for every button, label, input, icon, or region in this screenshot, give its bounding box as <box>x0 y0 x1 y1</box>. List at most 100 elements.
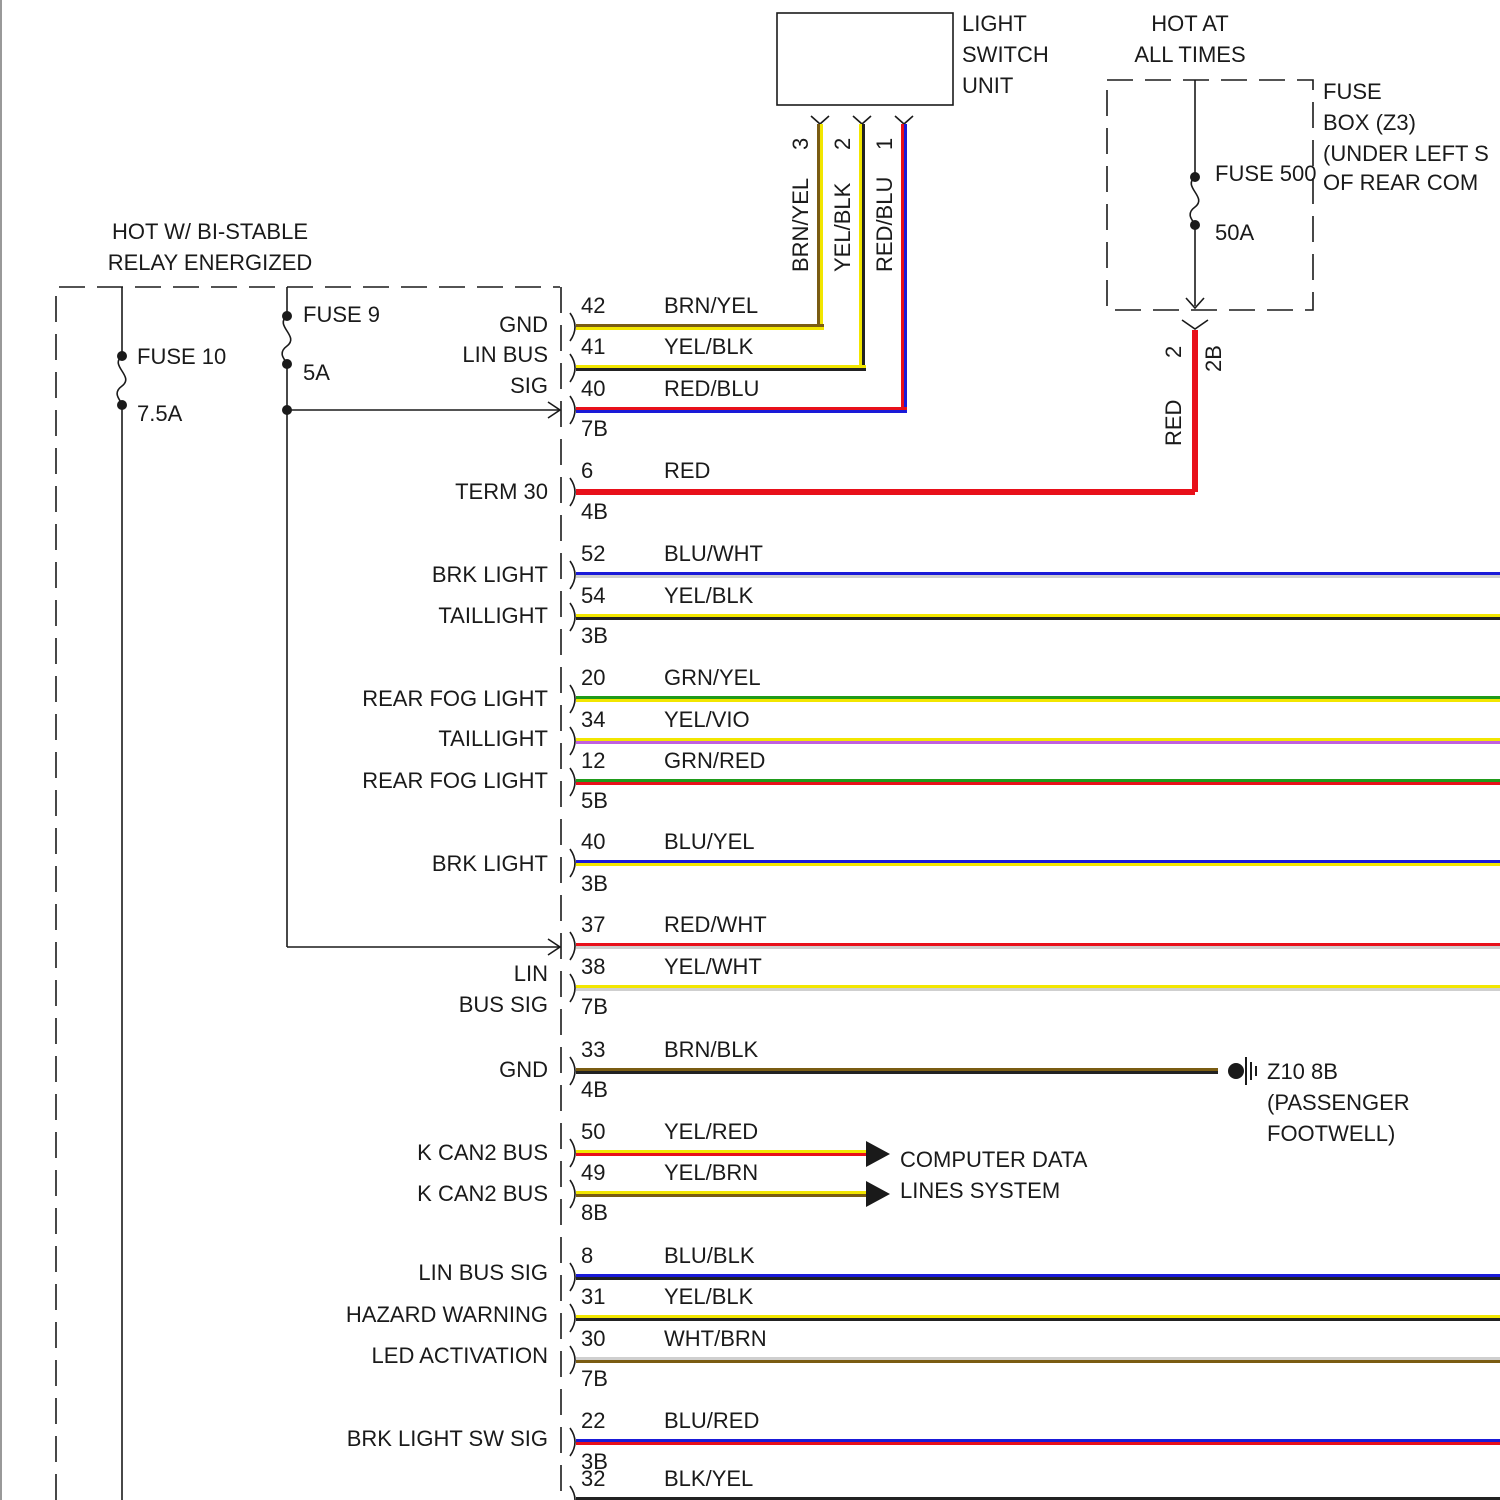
pin-label-52: BRK LIGHT <box>432 562 548 587</box>
connector-3B-2: 3B <box>581 623 608 648</box>
fuse-box-label-3: (UNDER LEFT S <box>1323 141 1489 166</box>
pin-terminal-6 <box>570 478 575 506</box>
fuse-10-name: FUSE 10 <box>137 344 226 369</box>
wire-color-41: YEL/BLK <box>664 334 754 359</box>
pin-terminal-40 <box>570 396 575 424</box>
fuse-9-name: FUSE 9 <box>303 302 380 327</box>
connector-8B-7: 8B <box>581 1200 608 1225</box>
pin-number-22: 22 <box>581 1408 605 1433</box>
switch-wire-color-3: BRN/YEL <box>788 178 813 272</box>
switch-wire-color-1: RED/BLU <box>872 177 897 272</box>
fuse-box-label-2: BOX (Z3) <box>1323 110 1416 135</box>
pin-number-49: 49 <box>581 1160 605 1185</box>
wire-color-33: BRN/BLK <box>664 1037 758 1062</box>
wire-color-12: GRN/RED <box>664 748 765 773</box>
connector-3B-4: 3B <box>581 871 608 896</box>
pin-number-41: 41 <box>581 334 605 359</box>
fuse-10-rating: 7.5A <box>137 401 183 426</box>
wire-color-49: YEL/BRN <box>664 1160 758 1185</box>
fuse-box-outline <box>1107 80 1313 310</box>
light-switch-unit-box <box>777 13 953 105</box>
pin-label-40: BRK LIGHT <box>432 851 548 876</box>
light-switch-label-1: LIGHT <box>962 11 1027 36</box>
pin-label-31: HAZARD WARNING <box>346 1302 548 1327</box>
wire-color-40: BLU/YEL <box>664 829 755 854</box>
light-switch-label-3: UNIT <box>962 73 1013 98</box>
wire-color-42: BRN/YEL <box>664 293 758 318</box>
data-line-arrow-2 <box>866 1181 890 1207</box>
pin-label-50: K CAN2 BUS <box>417 1140 548 1165</box>
pin-label-34: TAILLIGHT <box>438 726 548 751</box>
switch-pin-1: 1 <box>872 138 897 150</box>
pin-label-54: TAILLIGHT <box>438 603 548 628</box>
data-line-arrow-1 <box>866 1141 890 1167</box>
fuse-box-out-connector: 2B <box>1201 345 1226 372</box>
pin-terminal-49 <box>570 1180 575 1208</box>
wire-color-54: YEL/BLK <box>664 583 754 608</box>
pin-number-40: 40 <box>581 376 605 401</box>
fuse-box-output-terminal <box>1182 320 1208 329</box>
pin-terminal-42 <box>570 313 575 341</box>
pin-terminal-34 <box>570 727 575 755</box>
pin-label-12: REAR FOG LIGHT <box>362 768 548 793</box>
ground-label-1: Z10 8B <box>1267 1059 1338 1084</box>
pin-terminal-31 <box>570 1304 575 1332</box>
pin-terminal-8 <box>570 1263 575 1291</box>
connector-7B-8: 7B <box>581 1366 608 1391</box>
ground-label-3: FOOTWELL) <box>1267 1121 1395 1146</box>
fuse-500-rating: 50A <box>1215 220 1254 245</box>
pin-terminal-12 <box>570 768 575 796</box>
pin-number-31: 31 <box>581 1284 605 1309</box>
pin-number-33: 33 <box>581 1037 605 1062</box>
wire-color-31: YEL/BLK <box>664 1284 754 1309</box>
fuse-10-icon <box>117 356 126 405</box>
wire-color-32: BLK/YEL <box>664 1466 753 1491</box>
pin-terminal-54 <box>570 603 575 631</box>
pin-number-42: 42 <box>581 293 605 318</box>
pin-terminal-33 <box>570 1057 575 1085</box>
lin-bus-sig-label-2: BUS SIG <box>459 992 548 1017</box>
pin-label-42: GND <box>499 312 548 337</box>
wire-color-52: BLU/WHT <box>664 541 763 566</box>
wire-color-50: YEL/RED <box>664 1119 758 1144</box>
switch-pin-3: 3 <box>788 138 813 150</box>
pin-number-6: 6 <box>581 458 593 483</box>
pin-terminal-41 <box>570 354 575 382</box>
pin-number-34: 34 <box>581 707 605 732</box>
data-lines-label-1: COMPUTER DATA <box>900 1147 1088 1172</box>
pin-label-20: REAR FOG LIGHT <box>362 686 548 711</box>
fuse-500-icon <box>1190 177 1199 225</box>
pin-terminal-52 <box>570 561 575 589</box>
connector-3B-9: 3B <box>581 1449 608 1474</box>
data-lines-label-2: LINES SYSTEM <box>900 1178 1060 1203</box>
pin-number-52: 52 <box>581 541 605 566</box>
pin-number-54: 54 <box>581 583 605 608</box>
pin-label-6: TERM 30 <box>455 479 548 504</box>
pin-terminal-40 <box>570 849 575 877</box>
relay-supply-label-1: HOT W/ BI-STABLE <box>112 219 308 244</box>
wire-color-22: BLU/RED <box>664 1408 759 1433</box>
wire-color-37: RED/WHT <box>664 912 767 937</box>
fuse-box-label-4: OF REAR COM <box>1323 170 1478 195</box>
pin-terminal-30 <box>570 1346 575 1374</box>
pin-terminal-20 <box>570 685 575 713</box>
wire-color-40: RED/BLU <box>664 376 759 401</box>
pin-label-22: BRK LIGHT SW SIG <box>347 1426 548 1451</box>
fuse-9-rating: 5A <box>303 360 330 385</box>
pin-number-12: 12 <box>581 748 605 773</box>
pin-terminal-50 <box>570 1139 575 1167</box>
hot-at-all-times-label-1: HOT AT <box>1151 11 1228 36</box>
relay-supply-label-2: RELAY ENERGIZED <box>108 250 313 275</box>
connector-7B-0: 7B <box>581 416 608 441</box>
fuse-box-out-wire: RED <box>1161 400 1186 446</box>
switch-connector-terminals <box>811 116 913 124</box>
wire-color-34: YEL/VIO <box>664 707 750 732</box>
connector-4B-1: 4B <box>581 499 608 524</box>
pin-number-8: 8 <box>581 1243 593 1268</box>
pin-number-50: 50 <box>581 1119 605 1144</box>
fuse-box-label-1: FUSE <box>1323 79 1382 104</box>
connector-5B-3: 5B <box>581 788 608 813</box>
hot-at-all-times-label-2: ALL TIMES <box>1134 42 1245 67</box>
